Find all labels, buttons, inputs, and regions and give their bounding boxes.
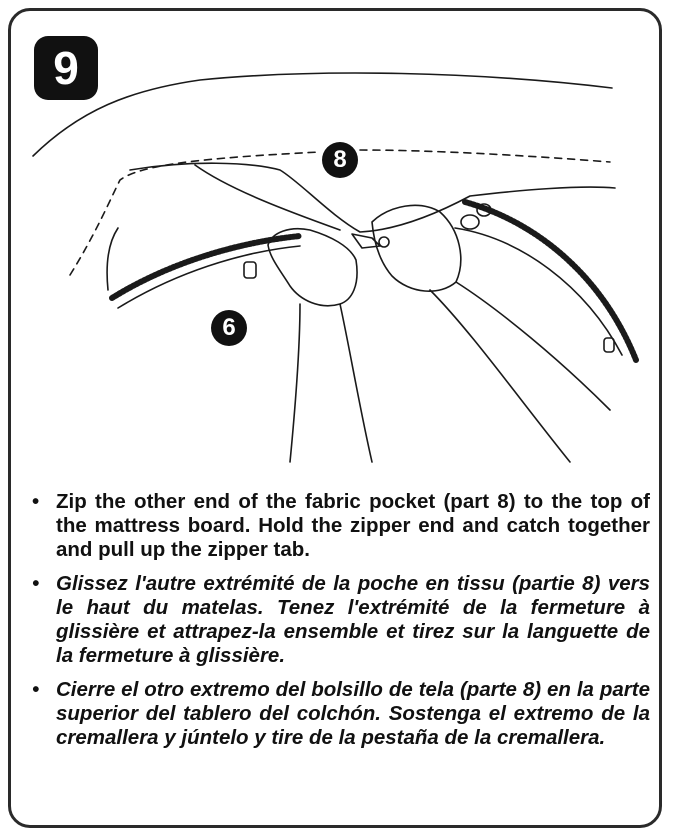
instruction-text: Cierre el otro extremo del bolsillo de t…: [56, 678, 650, 749]
mattress-top-outline: [33, 73, 612, 156]
instruction-french: • Glissez l'autre extrémité de la poche …: [32, 572, 650, 668]
callout-part-6: 6: [211, 310, 247, 346]
instruction-english: • Zip the other end of the fabric pocket…: [32, 490, 650, 562]
bullet: •: [32, 572, 39, 596]
callout-part-8: 8: [322, 142, 358, 178]
assembly-illustration: [0, 0, 675, 480]
instruction-spanish: • Cierre el otro extremo del bolsillo de…: [32, 678, 650, 750]
instruction-text: Zip the other end of the fabric pocket (…: [56, 490, 650, 561]
bullet: •: [32, 678, 39, 702]
instruction-text: Glissez l'autre extrémité de la poche en…: [56, 572, 650, 667]
zipper-pull: [352, 234, 380, 248]
bullet: •: [32, 490, 39, 514]
zipper-end-tab: [244, 262, 256, 278]
right-hand: [372, 205, 461, 291]
instructions-list: • Zip the other end of the fabric pocket…: [32, 490, 650, 760]
